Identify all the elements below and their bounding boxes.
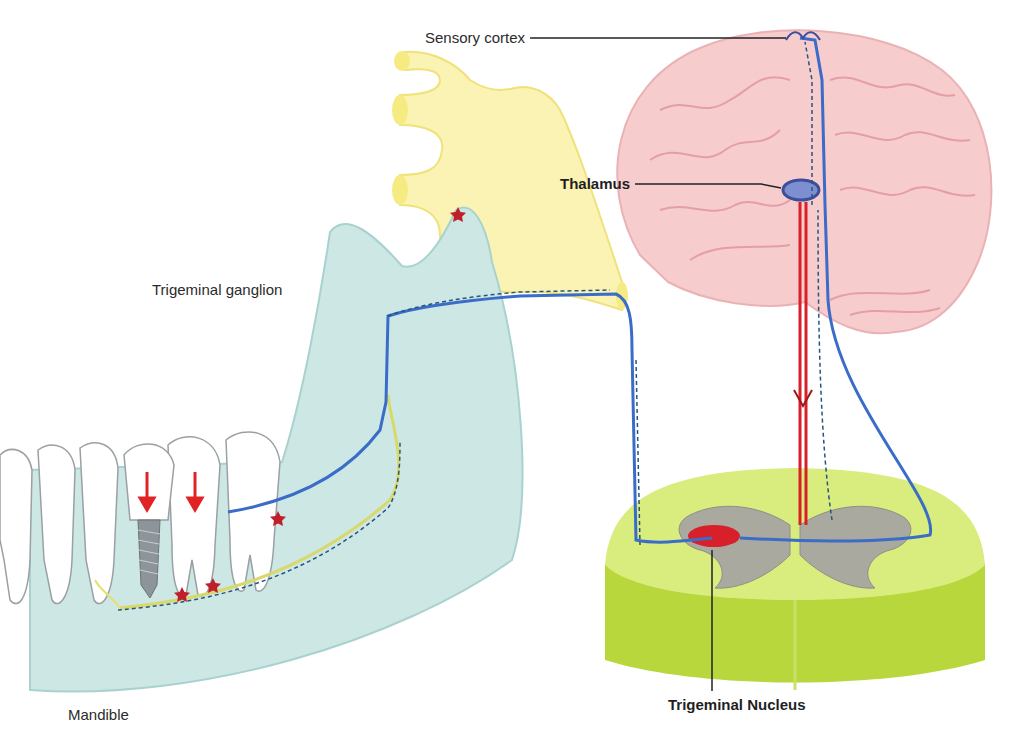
part-label: Sensory cortex [425,29,525,47]
nerve-branch [95,580,120,608]
ascending-pathway [740,38,931,541]
arrow-mark [794,390,812,406]
grey-matter [679,506,911,588]
pathway-dashed [636,360,640,545]
ganglion-root [392,175,408,205]
ganglion-root [392,95,408,125]
implant-threads [138,530,160,574]
ganglion-root [394,51,410,71]
stars [174,207,466,602]
part-label: Thalamus [560,175,630,193]
brain [617,30,991,333]
pathway-dashed [388,290,610,316]
force-arrows [140,472,202,510]
mandible-bone [30,208,522,692]
afferent-pathway [228,294,712,542]
implant-screw [138,520,160,598]
nerve-dashed [118,440,400,610]
part-label: Trigeminal ganglion [152,281,282,299]
cord-fissure [794,600,797,690]
implant-crown [124,444,174,520]
leader-line [635,184,781,188]
leader-line [711,550,713,691]
leader-line [530,37,786,39]
part-label: Trigeminal Nucleus [668,696,806,714]
pathway-dashed [818,210,832,520]
cortex-neuron [786,32,820,40]
nerve-yellow [120,395,399,608]
pathway-dashed [805,42,812,205]
trigeminal-nucleus [688,525,740,547]
teeth [0,432,280,604]
thalamus-shape [783,180,819,200]
part-label: Mandible [68,706,129,724]
descending-pathway [800,202,806,525]
